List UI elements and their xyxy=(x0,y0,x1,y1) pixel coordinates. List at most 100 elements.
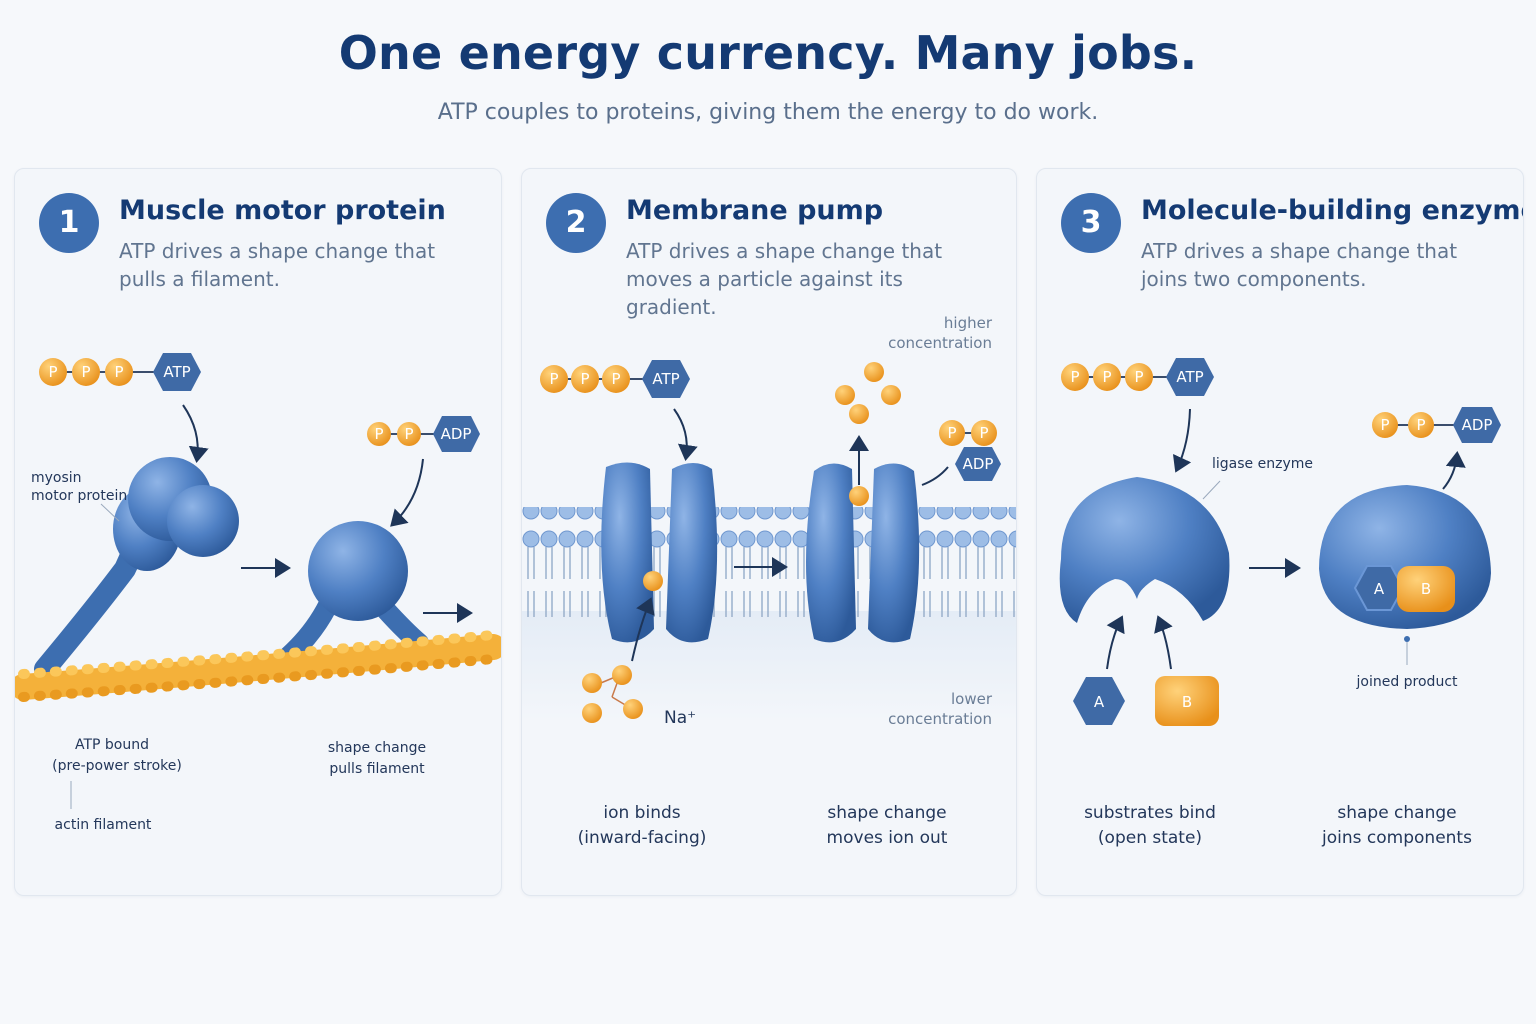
sodium-ion-icon xyxy=(643,571,663,591)
label-lower-concentration: concentration xyxy=(888,710,992,728)
substrate-a-label: A xyxy=(1094,693,1105,711)
arrow-icon xyxy=(631,597,655,662)
panel-description: ATP drives a shape change that pulls a f… xyxy=(119,237,435,293)
membrane-pump-illustration: higher concentration lower concentration… xyxy=(522,314,1016,848)
phosphate-label: P xyxy=(1102,368,1111,386)
panel-number-badge: 2 xyxy=(546,193,606,253)
substrate-a-icon xyxy=(1073,677,1125,725)
label-moves-ion-out: moves ion out xyxy=(827,828,948,848)
description-line: ATP drives a shape change that xyxy=(1141,239,1458,263)
label-open-state: (open state) xyxy=(1098,828,1202,848)
phosphate-icon xyxy=(939,420,965,446)
label-joins-components: joins components xyxy=(1321,828,1472,848)
adp-label: ADP xyxy=(963,455,994,473)
phosphate-icon xyxy=(540,365,568,393)
label-motor-protein: motor protein xyxy=(31,488,127,504)
arrow-icon xyxy=(182,404,209,463)
substrate-b-label: B xyxy=(1182,693,1192,711)
sodium-ion-icon xyxy=(849,486,869,506)
label-shape-change: shape change xyxy=(328,740,426,756)
description-line: pulls a filament. xyxy=(119,267,280,291)
atp-hexagon-icon xyxy=(153,353,201,391)
product-b-icon xyxy=(1397,566,1455,612)
atp-molecule: P P P ATP xyxy=(39,353,201,391)
arrow-icon xyxy=(673,408,698,461)
description-line: ATP drives a shape change that xyxy=(119,239,436,263)
actin-filament xyxy=(15,630,501,702)
phosphate-icon xyxy=(1372,412,1398,438)
phosphate-label: P xyxy=(374,425,383,443)
sodium-ion-icon xyxy=(582,673,602,693)
sodium-ion-cluster-out xyxy=(835,362,901,424)
panel-description: ATP drives a shape change that joins two… xyxy=(1141,237,1457,293)
label-joined-product: joined product xyxy=(1355,674,1458,690)
label-inward-facing: (inward-facing) xyxy=(578,828,707,848)
pump-protein-outward xyxy=(806,463,920,643)
adp-hexagon-icon xyxy=(955,447,1001,481)
adp-hexagon-icon xyxy=(433,416,480,452)
adp-molecule: P P ADP xyxy=(367,416,480,452)
panel-title: Muscle motor protein xyxy=(119,195,446,226)
phosphate-icon xyxy=(971,420,997,446)
phosphate-label: P xyxy=(404,425,413,443)
panel-number-badge: 3 xyxy=(1061,193,1121,253)
muscle-motor-illustration: P P P ATP P P ADP myosin motor protein xyxy=(15,353,501,833)
adp-molecule: P P ADP xyxy=(1372,407,1501,443)
arrow-icon xyxy=(1442,451,1466,490)
panel-membrane-pump: 2 Membrane pump ATP drives a shape chang… xyxy=(521,168,1017,896)
phosphate-label: P xyxy=(580,370,589,388)
label-pulls-filament: pulls filament xyxy=(329,761,425,777)
label-substrates-bind: substrates bind xyxy=(1084,803,1216,823)
panel-number-badge: 1 xyxy=(39,193,99,253)
sodium-ion-icon xyxy=(881,385,901,405)
arrow-icon xyxy=(1172,408,1192,473)
label-pre-power-stroke: (pre-power stroke) xyxy=(52,758,182,774)
phosphate-label: P xyxy=(81,363,90,381)
panel-muscle-motor: 1 Muscle motor protein ATP drives a shap… xyxy=(14,168,502,896)
atp-hexagon-icon xyxy=(1166,358,1214,396)
label-ligase-enzyme: ligase enzyme xyxy=(1212,456,1313,472)
label-myosin: myosin xyxy=(31,470,82,486)
phosphate-label: P xyxy=(1380,416,1389,434)
phosphate-icon xyxy=(397,422,421,446)
phosphate-icon xyxy=(1125,363,1153,391)
phosphate-label: P xyxy=(1134,368,1143,386)
description-line: gradient. xyxy=(626,295,717,319)
phosphate-icon xyxy=(1093,363,1121,391)
label-ion-binds: ion binds xyxy=(603,803,680,823)
sodium-ion-icon xyxy=(849,404,869,424)
atp-label: ATP xyxy=(163,363,190,381)
ligase-enzyme-illustration: P P P ATP ligase enzyme A B P P ADP xyxy=(1059,358,1501,848)
description-line: joins two components. xyxy=(1141,267,1367,291)
panel-molecule-building-enzyme: 3 Molecule-building enzyme ATP drives a … xyxy=(1036,168,1524,896)
phosphate-icon xyxy=(1061,363,1089,391)
label-higher-concentration: concentration xyxy=(888,334,992,352)
ligase-enzyme-open xyxy=(1059,477,1230,623)
adp-label: ADP xyxy=(441,425,472,443)
phosphate-icon xyxy=(1408,412,1434,438)
sodium-ion-cluster xyxy=(582,665,643,723)
atp-label: ATP xyxy=(652,370,679,388)
phosphate-icon xyxy=(72,358,100,386)
atp-molecule: P P P ATP xyxy=(1061,358,1214,396)
arrow-icon xyxy=(1106,615,1125,670)
arrow-icon xyxy=(921,466,949,486)
phosphate-icon xyxy=(367,422,391,446)
adp-molecule: P P ADP xyxy=(939,420,1001,481)
product-b-label: B xyxy=(1421,580,1431,598)
myosin-motor-protein-post xyxy=(273,521,429,671)
atp-label: ATP xyxy=(1176,368,1203,386)
atp-molecule: P P P ATP xyxy=(540,360,690,398)
phosphate-label: P xyxy=(979,424,988,442)
label-atp-bound: ATP bound xyxy=(75,737,149,753)
page-subtitle: ATP couples to proteins, giving them the… xyxy=(437,100,1099,125)
page-title: One energy currency. Many jobs. xyxy=(338,26,1198,80)
phosphate-icon xyxy=(39,358,67,386)
myosin-motor-protein-pre xyxy=(34,457,239,680)
label-lower: lower xyxy=(951,690,993,708)
panel-description: ATP drives a shape change that moves a p… xyxy=(626,237,942,321)
phosphate-icon xyxy=(571,365,599,393)
label-sodium-ion: Na⁺ xyxy=(664,708,696,728)
sodium-ion-icon xyxy=(582,703,602,723)
arrow-icon xyxy=(1154,615,1173,670)
